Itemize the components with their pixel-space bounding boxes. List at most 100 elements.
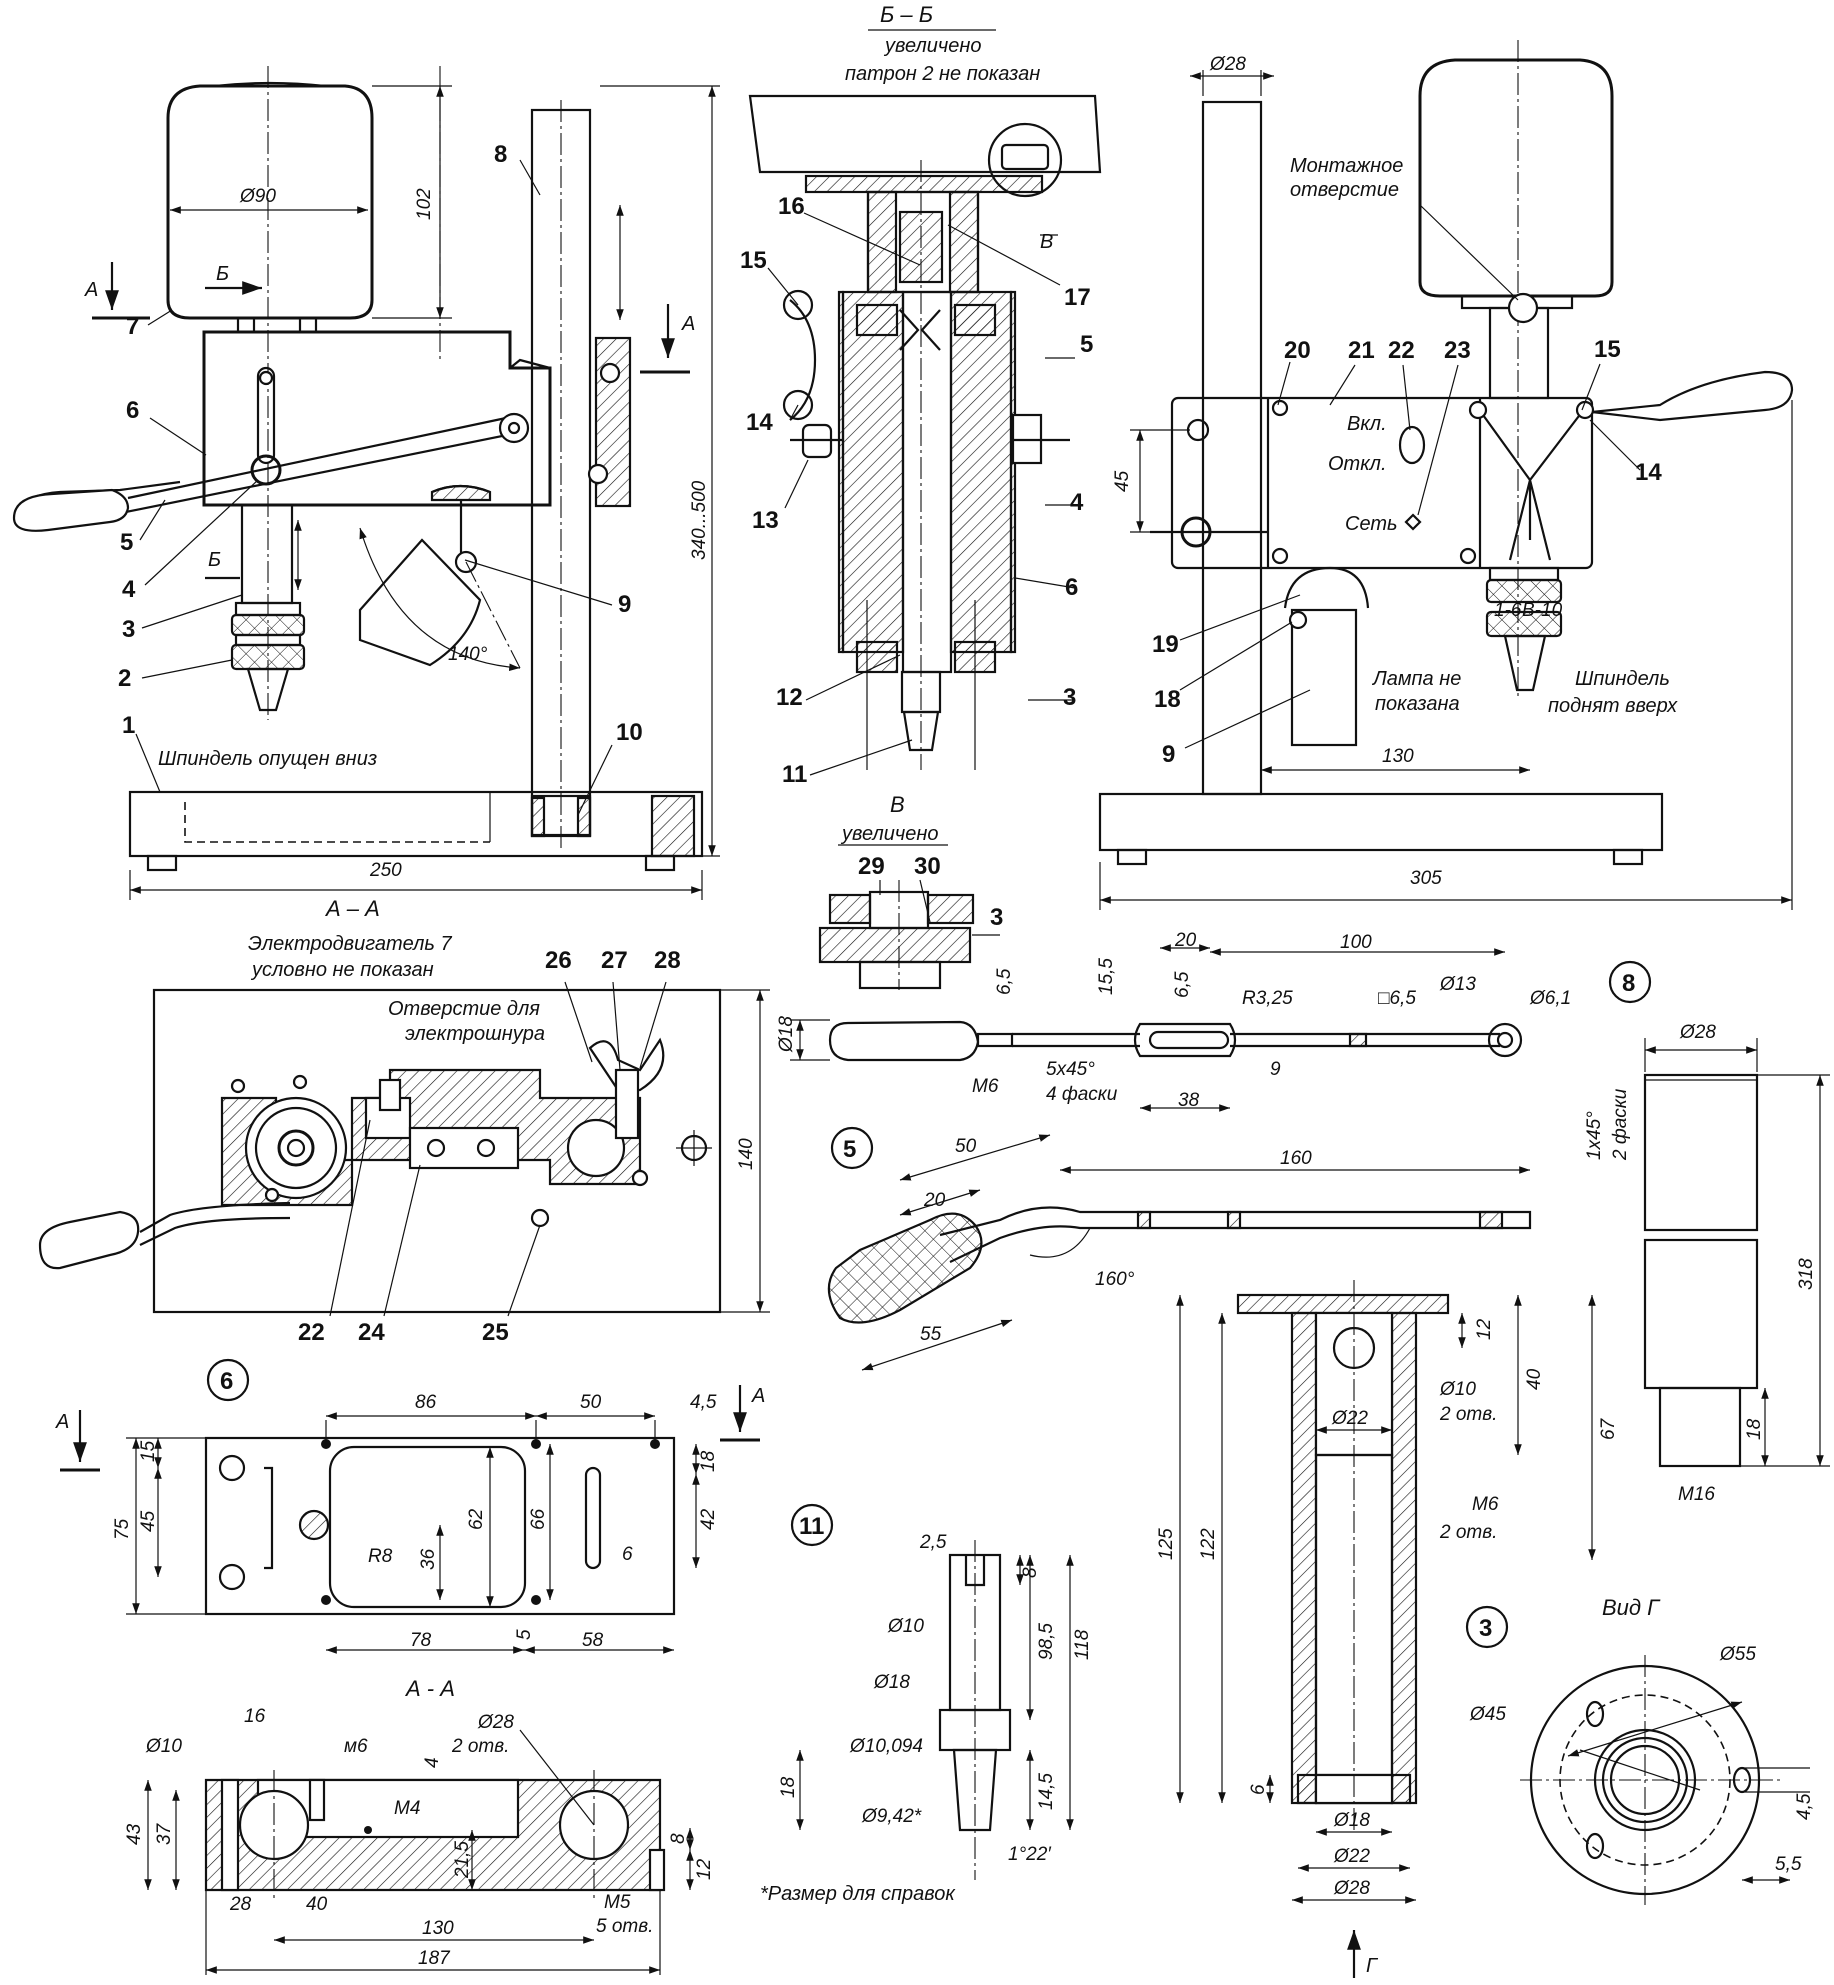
motor-body	[166, 84, 374, 320]
section-bb: Б – Б увеличено патрон 2 не показан	[740, 2, 1102, 788]
sec-b-top: Б	[216, 263, 229, 285]
sl-m6: М6	[1472, 1494, 1499, 1515]
label-spindle-up2: поднят вверх	[1548, 695, 1678, 717]
part-20: 20	[1284, 337, 1311, 364]
sec-a-right: А	[681, 313, 695, 335]
part-25: 25	[482, 1319, 509, 1346]
part-6: 6	[126, 397, 139, 424]
fl-d55: Ø55	[1719, 1644, 1756, 1665]
dim-a140: 140°	[448, 644, 488, 665]
ps-w16: 16	[244, 1706, 266, 1727]
v-title: В	[890, 792, 905, 817]
sp-d18: Ø18	[873, 1672, 910, 1693]
bb-sub1: увеличено	[883, 35, 981, 57]
label-lamp2: показана	[1375, 693, 1460, 715]
side-dim-h45: 45	[1112, 470, 1133, 492]
vid-g-title: Вид Г	[1602, 1595, 1661, 1620]
ps-m4: М4	[394, 1798, 420, 1819]
plate-sec-a-left: А	[55, 1411, 69, 1433]
lev-65b: 6,5	[1172, 971, 1193, 998]
detail-id-6: 6	[220, 1368, 233, 1395]
part-11: 11	[782, 761, 807, 788]
sl-d28: Ø28	[1333, 1878, 1370, 1899]
sl-h40: 40	[1524, 1368, 1545, 1390]
part-21: 21	[1348, 337, 1375, 364]
col-ch2: 2 фаски	[1610, 1088, 1631, 1161]
front-view: Ø90 102	[12, 66, 720, 900]
dim-w250: 250	[369, 860, 402, 881]
ps-h4: 4	[422, 1757, 443, 1768]
pl-h42: 42	[698, 1508, 719, 1530]
part-9: 9	[618, 591, 631, 618]
detail-id-11: 11	[799, 1513, 824, 1540]
sleeve-detail: 12 40 67 Ø10 2 отв. Ø22 М6 2 отв. 125 12…	[1156, 1280, 1619, 1978]
col-h18: 18	[1744, 1418, 1765, 1440]
part-23: 23	[1444, 337, 1471, 364]
ps-holes5: 5 отв.	[596, 1916, 653, 1937]
lev-r325: R3,25	[1242, 988, 1293, 1009]
sec-a-left: А	[84, 279, 98, 301]
ps-h37: 37	[154, 1822, 175, 1845]
part-4b: 4	[1070, 489, 1084, 516]
ps-d10: Ø10	[145, 1736, 182, 1757]
side-dim-d28: Ø28	[1209, 54, 1246, 75]
part-10: 10	[616, 719, 643, 746]
chuck-tip	[246, 667, 290, 712]
fl-d45: Ø45	[1469, 1704, 1506, 1725]
lev-ch2: 4 фаски	[1046, 1084, 1118, 1105]
detail-id-3: 3	[1479, 1615, 1492, 1642]
pl-w86: 86	[415, 1392, 437, 1413]
part-15b: 15	[1594, 336, 1621, 363]
aa-dim-h140: 140	[736, 1138, 757, 1170]
ps-w40: 40	[306, 1894, 328, 1915]
part-5: 5	[120, 529, 133, 556]
part-27: 27	[601, 947, 628, 974]
hdl-w160: 160	[1280, 1148, 1312, 1169]
part-9b: 9	[1162, 741, 1175, 768]
lev-65a: 6,5	[994, 968, 1015, 995]
fl-w55: 5,5	[1775, 1854, 1802, 1875]
lev-sq65: □6,5	[1378, 988, 1416, 1009]
hdl-w50: 50	[955, 1136, 977, 1157]
sl-h12: 12	[1474, 1318, 1495, 1340]
dim-d90: Ø90	[239, 186, 276, 207]
pl-w78: 78	[410, 1630, 432, 1651]
part-15: 15	[740, 247, 767, 274]
pl-h62: 62	[466, 1508, 487, 1530]
ps-h215: 21,5	[452, 1841, 473, 1879]
ps-w187: 187	[418, 1948, 451, 1969]
bb-sub2: патрон 2 не показан	[845, 63, 1040, 85]
pl-r8: R8	[368, 1546, 393, 1567]
lev-d13: Ø13	[1439, 974, 1476, 995]
pl-h18: 18	[698, 1450, 719, 1472]
pl-h75: 75	[112, 1518, 133, 1540]
col-m16: М16	[1678, 1484, 1715, 1505]
sp-w25: 2,5	[919, 1532, 947, 1553]
pl-w50: 50	[580, 1392, 602, 1413]
col-d28: Ø28	[1679, 1022, 1716, 1043]
hdl-w20: 20	[923, 1190, 946, 1211]
plate-sec-a-right: А	[751, 1385, 765, 1407]
aa-sub1: Электродвигатель 7	[248, 933, 452, 955]
pl-h36: 36	[418, 1548, 439, 1570]
spindle-detail: 11 2,5 8 Ø10 98,5 118 Ø18 Ø10,094 18 14,…	[760, 1503, 1093, 1905]
detail-v: В увеличено 29 30 3	[818, 792, 1003, 990]
part-3b: 3	[1063, 684, 1076, 711]
part-19: 19	[1152, 631, 1179, 658]
sp-d10094: Ø10,094	[849, 1736, 923, 1757]
lev-w38: 38	[1178, 1090, 1200, 1111]
ps-h8: 8	[668, 1833, 689, 1844]
part-18: 18	[1154, 686, 1181, 713]
part-12: 12	[776, 684, 803, 711]
part-4: 4	[122, 576, 136, 603]
sec-g: Г	[1366, 1955, 1379, 1977]
pl-w5: 5	[514, 1629, 535, 1640]
part-5b: 5	[1080, 331, 1093, 358]
sl-h125: 125	[1156, 1528, 1177, 1560]
part-14b: 14	[1635, 459, 1662, 486]
chuck-mark-b: В-10	[1522, 600, 1563, 621]
part-16: 16	[778, 193, 805, 220]
plate-section: А - А Ø10 16 м6 4 Ø28 2 отв. М4 43 37 21…	[124, 1676, 715, 1975]
part-22: 22	[298, 1319, 325, 1346]
hdl-w55: 55	[920, 1324, 942, 1345]
